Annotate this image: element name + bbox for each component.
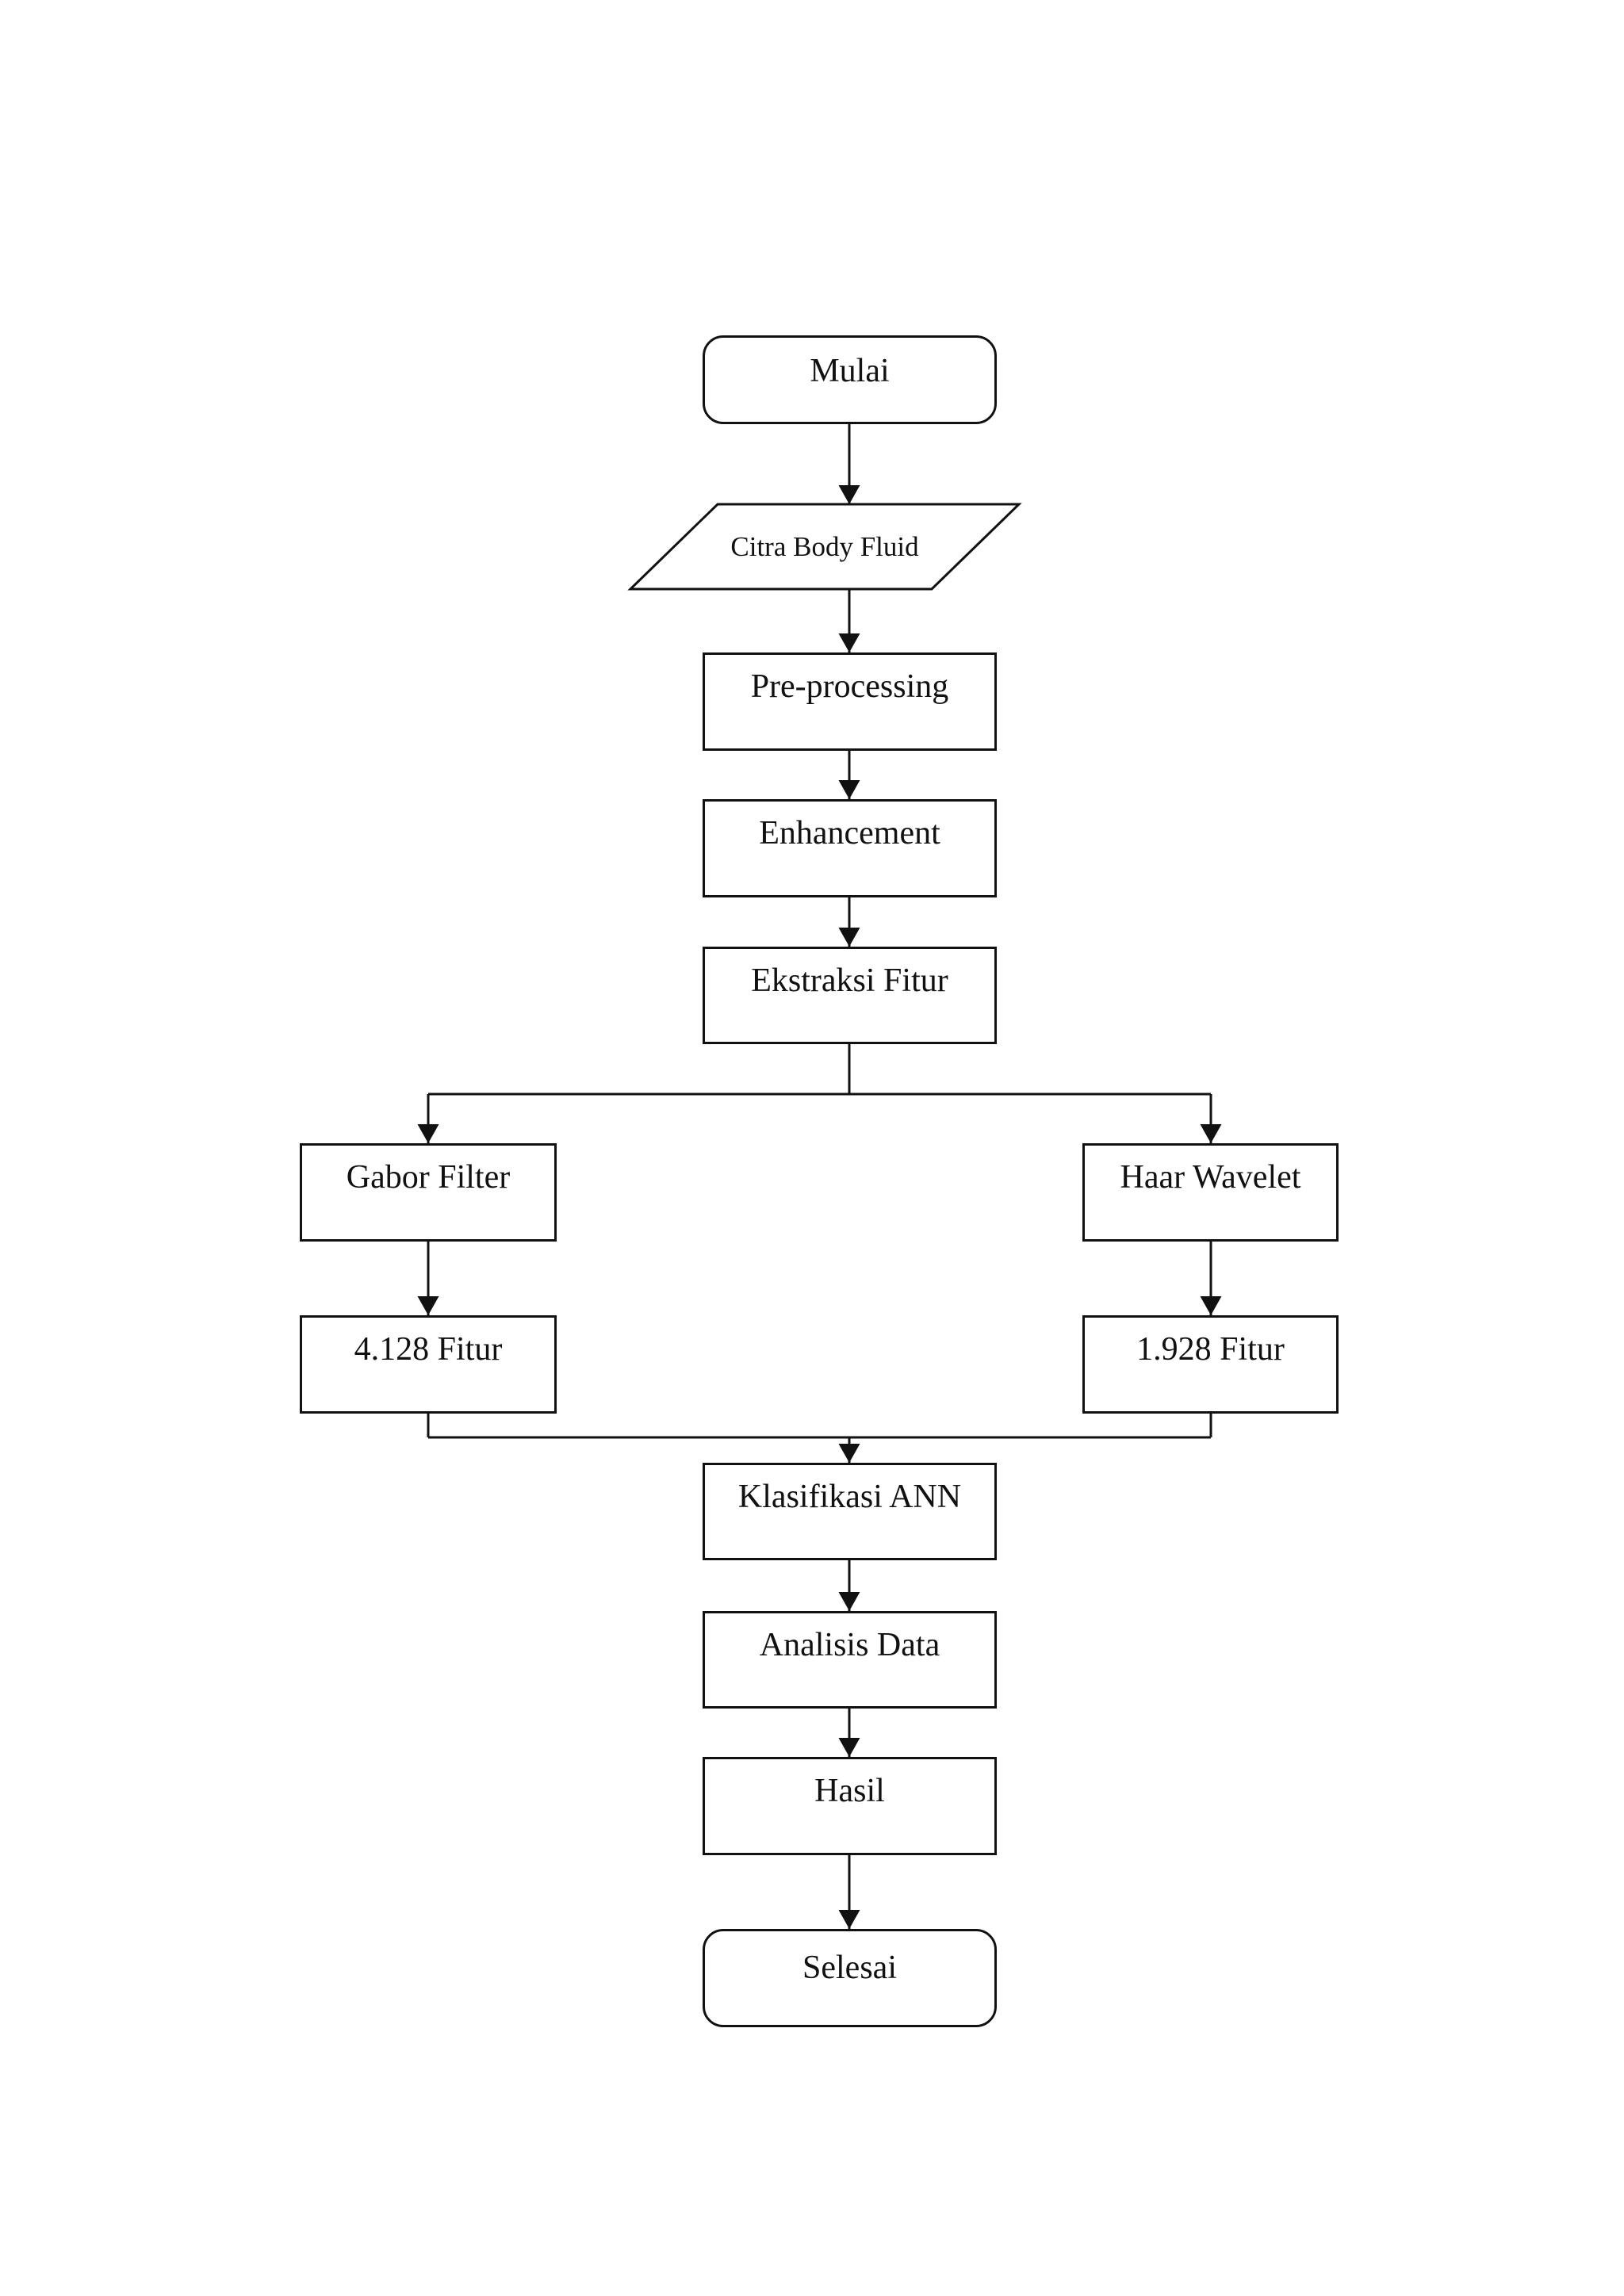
node-hasil: Hasil: [703, 1757, 997, 1855]
io-parallelogram-shape: [627, 503, 1022, 591]
node-gabor-filter: Gabor Filter: [300, 1143, 557, 1242]
node-preprocessing: Pre-processing: [703, 652, 997, 751]
node-hasil-label: Hasil: [814, 1773, 885, 1809]
node-mulai-label: Mulai: [810, 353, 890, 389]
node-citra-label: Citra Body Fluid: [730, 530, 919, 562]
node-fitur-1928-label: 1.928 Fitur: [1136, 1331, 1285, 1368]
node-fitur-1928: 1.928 Fitur: [1082, 1315, 1339, 1414]
node-haar-wavelet: Haar Wavelet: [1082, 1143, 1339, 1242]
node-ekstraksi-fitur: Ekstraksi Fitur: [703, 947, 997, 1044]
node-ekstraksi-fitur-label: Ekstraksi Fitur: [751, 962, 948, 999]
node-fitur-4128-label: 4.128 Fitur: [354, 1331, 503, 1368]
node-selesai-label: Selesai: [802, 1950, 897, 1986]
node-citra: Citra Body Fluid: [630, 504, 1019, 589]
node-preprocessing-label: Pre-processing: [750, 668, 949, 705]
node-klasifikasi-ann-label: Klasifikasi ANN: [737, 1479, 962, 1515]
node-analisis-data: Analisis Data: [703, 1611, 997, 1709]
node-selesai: Selesai: [703, 1929, 997, 2027]
node-enhancement: Enhancement: [703, 799, 997, 897]
node-enhancement-label: Enhancement: [759, 815, 940, 851]
node-klasifikasi-ann: Klasifikasi ANN: [703, 1463, 997, 1560]
node-haar-wavelet-label: Haar Wavelet: [1120, 1159, 1301, 1196]
node-mulai: Mulai: [703, 335, 997, 424]
node-fitur-4128: 4.128 Fitur: [300, 1315, 557, 1414]
node-gabor-filter-label: Gabor Filter: [346, 1159, 511, 1196]
node-analisis-data-label: Analisis Data: [759, 1627, 940, 1663]
